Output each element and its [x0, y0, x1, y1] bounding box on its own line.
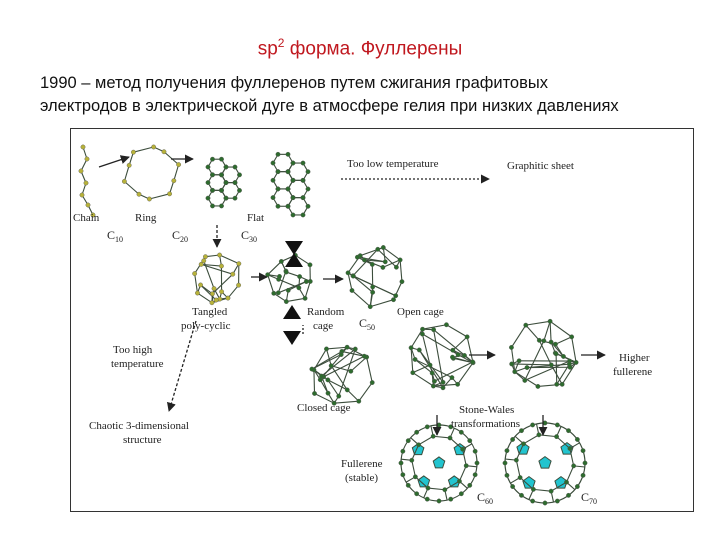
- label-tangled-1: Tangled: [192, 306, 228, 318]
- label-random-1: Random: [307, 306, 345, 318]
- label-too-high-1: Too high: [113, 344, 153, 356]
- label-c60-sub: 60: [485, 497, 493, 506]
- title-text: форма. Фуллерены: [284, 38, 463, 60]
- label-c10-letter: C: [107, 228, 115, 242]
- label-stone-wales-2: transformations: [451, 418, 520, 430]
- label-closed-cage: Closed cage: [297, 402, 351, 414]
- label-chaotic-2: structure: [123, 434, 162, 446]
- intro-line-2: электродов в электрической дуге в атмосф…: [40, 97, 619, 115]
- label-c30-sub: 30: [249, 235, 257, 244]
- label-c60: C60: [477, 490, 493, 506]
- label-too-low: Too low temperature: [347, 158, 439, 170]
- title-superscript: 2: [277, 36, 285, 50]
- label-c50-letter: C: [359, 316, 367, 330]
- c60-fullerene-molecule: [398, 422, 480, 504]
- label-stone-wales-1: Stone-Wales: [459, 404, 514, 416]
- triangle-up-bottom: [283, 305, 301, 319]
- label-open-cage: Open cage: [397, 306, 444, 318]
- random-cage-molecule: [265, 252, 313, 304]
- label-graphitic-sheet: Graphitic sheet: [507, 160, 574, 172]
- label-fullerene-1: Fullerene: [341, 458, 383, 470]
- title-sp: sp: [257, 38, 278, 60]
- label-c50: C50: [359, 316, 375, 332]
- arrow-chain-ring: [98, 155, 130, 168]
- label-c70-sub: 70: [589, 497, 597, 506]
- label-too-high-2: temperature: [111, 358, 164, 370]
- label-c60-letter: C: [477, 490, 485, 504]
- ring-molecule: [121, 144, 182, 202]
- c70-fullerene-molecule: [502, 420, 588, 506]
- label-c30: C30: [241, 228, 257, 244]
- slide-title: sp2 форма. Фуллерены: [0, 36, 720, 60]
- arrow-too-high: [166, 320, 197, 412]
- fullerene-formation-diagram: Chain Ring Flat C10 C20 C30 Too low temp…: [70, 128, 694, 512]
- label-c20-sub: 20: [180, 235, 188, 244]
- diagram-canvas: Chain Ring Flat C10 C20 C30 Too low temp…: [73, 144, 652, 506]
- label-ring: Ring: [135, 212, 157, 224]
- label-c10: C10: [107, 228, 123, 244]
- label-c50-sub: 50: [367, 323, 375, 332]
- flat-c20-molecule: [205, 156, 242, 209]
- label-chaotic-1: Chaotic 3-dimensional: [89, 420, 189, 432]
- triangle-down-bottom: [283, 331, 301, 345]
- closed-cage-molecule: [309, 344, 375, 406]
- label-c20-letter: C: [172, 228, 180, 242]
- label-chain: Chain: [73, 212, 100, 224]
- label-fullerene-2: (stable): [345, 472, 378, 484]
- label-c10-sub: 10: [115, 235, 123, 244]
- label-c70: C70: [581, 490, 597, 506]
- label-random-2: cage: [313, 320, 333, 332]
- molecule-structures: [78, 144, 588, 506]
- chain-molecule: [78, 144, 96, 218]
- intro-line-1: 1990 – метод получения фуллеренов путем …: [40, 74, 548, 92]
- cage-molecule-1: [408, 322, 476, 391]
- label-flat: Flat: [247, 212, 264, 224]
- label-c70-letter: C: [581, 490, 589, 504]
- tangled-polycyclic-molecule: [192, 252, 242, 306]
- intro-text: 1990 – метод получения фуллеренов путем …: [40, 72, 700, 118]
- flat-c30-molecule: [270, 151, 311, 218]
- cage-molecule-2: [509, 318, 579, 389]
- arrows: [98, 154, 606, 436]
- triangle-up-top: [285, 253, 303, 267]
- label-tangled-2: poly-cyclic: [181, 320, 231, 332]
- triangle-down-top: [285, 241, 303, 255]
- label-c30-letter: C: [241, 228, 249, 242]
- label-higher-2: fullerene: [613, 366, 652, 378]
- open-cage-molecule: [345, 245, 405, 310]
- label-c20: C20: [172, 228, 188, 244]
- label-higher-1: Higher: [619, 352, 650, 364]
- bidirectional-arrows: [283, 241, 303, 345]
